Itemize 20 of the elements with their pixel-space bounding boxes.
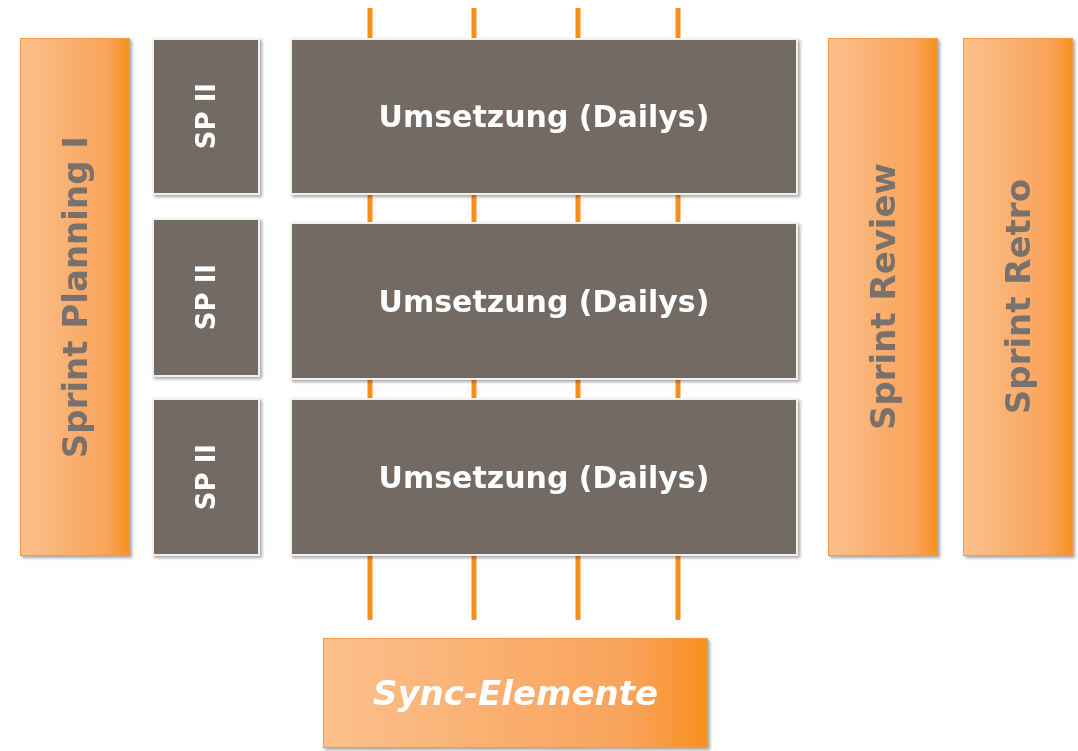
phase-bar: [323, 638, 708, 748]
box-label: Sprint Retro: [998, 179, 1038, 415]
process-box: [152, 38, 260, 195]
phase-bar: [20, 38, 130, 556]
box-label: Sprint Planning I: [55, 135, 95, 459]
box-label: Umsetzung (Dailys): [378, 459, 710, 495]
box-label: Umsetzung (Dailys): [378, 99, 710, 134]
box-label: SP II: [191, 83, 221, 150]
process-box: [152, 398, 260, 556]
process-box: [152, 218, 260, 377]
process-box: [290, 398, 798, 556]
phase-bar: [828, 38, 938, 556]
box-label: Sprint Review: [863, 163, 903, 431]
phase-bar: [963, 38, 1073, 556]
process-box: [290, 222, 798, 380]
box-label: SP II: [191, 443, 221, 511]
box-label: Sync-Elemente: [372, 673, 659, 713]
box-label: Umsetzung (Dailys): [378, 283, 710, 319]
box-label: SP II: [191, 264, 221, 331]
process-box: [290, 38, 798, 195]
